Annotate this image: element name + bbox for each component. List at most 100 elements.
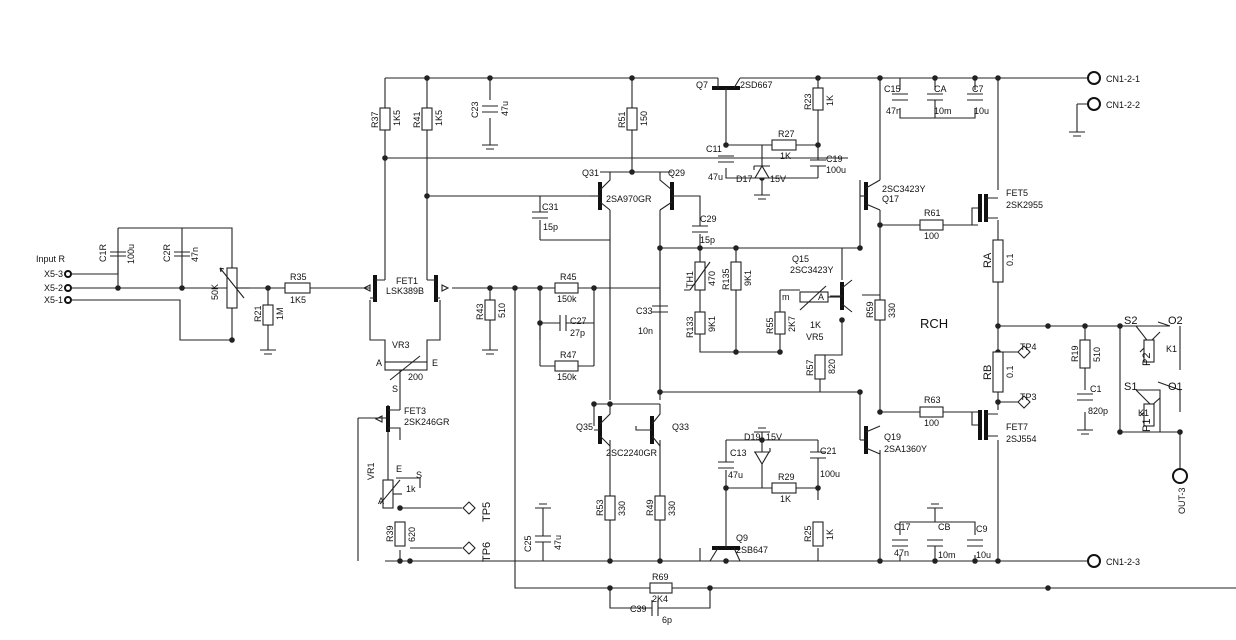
r47-name: R47 [560, 350, 577, 360]
c2r-name: C2R [162, 243, 172, 262]
capacitor-c1r-plates [110, 251, 126, 257]
vr3-pin-a: A [376, 358, 382, 368]
wires [72, 77, 1236, 609]
r59-name: R59 [865, 301, 875, 318]
r41-value: 1K5 [434, 110, 444, 126]
r61-value: 100 [924, 231, 939, 241]
switch-o1-label: O1 [1168, 381, 1183, 393]
r53-value: 330 [617, 501, 627, 516]
r133-value: 9K1 [707, 316, 717, 332]
resistor-r45-body [554, 282, 579, 294]
c13-name: C13 [730, 448, 747, 458]
testpoint-tp6-label: TP6 [481, 542, 493, 562]
q19-part: 2SA1360Y [884, 444, 927, 454]
zener-d17-symbol [754, 164, 770, 179]
capacitor-c29-plates [692, 225, 708, 233]
c21-name: C21 [820, 446, 837, 456]
capacitor-c7-plates [967, 93, 983, 101]
c1r-name: C1R [98, 243, 108, 262]
d19-value: 15V [766, 432, 782, 442]
r25-value: 1K [825, 529, 835, 540]
r41-name: R41 [412, 111, 422, 128]
fet7-part: 2SJ554 [1006, 434, 1037, 444]
q7-part: 2SD667 [740, 80, 773, 90]
ca-name: CA [934, 84, 947, 94]
c1r-value: 100u [126, 244, 136, 264]
c13-value: 47u [728, 470, 743, 480]
fet7-name: FET7 [1006, 422, 1028, 432]
pot-vr3-value: 200 [408, 372, 423, 382]
r37-name: R37 [370, 111, 380, 128]
switch-s1-label: S1 [1124, 381, 1137, 393]
terminal-input-x5-1 [64, 296, 72, 304]
fet5-name: FET5 [1006, 188, 1028, 198]
r43-value: 510 [497, 303, 507, 318]
q7-name: Q7 [696, 80, 708, 90]
r61-name: R61 [924, 208, 941, 218]
c15-value: 47n [886, 106, 901, 116]
pot-vr1-name: VR1 [366, 462, 376, 480]
c31-name: C31 [542, 202, 559, 212]
r21-name: R21 [253, 305, 263, 322]
input-pin-2: X5-2 [44, 283, 63, 293]
relay-and-terminals [64, 71, 1188, 568]
c1-value: 820p [1088, 406, 1108, 416]
input-pin-3: X5-1 [44, 295, 63, 305]
resistor-rb-body [992, 351, 1004, 393]
q35-name: Q35 [576, 422, 593, 432]
connector-cn3-label: CN1-2-3 [1106, 557, 1140, 567]
vr3-pin-e: E [432, 358, 438, 368]
r135-name: R135 [721, 268, 731, 290]
ra-name: RA [982, 252, 994, 268]
cb-name: CB [938, 522, 951, 532]
terminal-cn1-2-1 [1087, 71, 1101, 85]
resistor-ra-body [992, 239, 1004, 283]
resistor-r35-body [284, 282, 311, 294]
r59-value: 330 [887, 303, 897, 318]
resistor-r53-body [604, 495, 616, 521]
capacitor-c2r-plates [174, 251, 190, 257]
r39-name: R39 [385, 525, 395, 542]
r45-name: R45 [560, 272, 577, 282]
c11-name: C11 [706, 144, 722, 154]
testpoint-tp4-label: TP4 [1020, 342, 1037, 352]
capacitor-c25-plates [535, 535, 551, 543]
r19-name: R19 [1070, 345, 1080, 362]
switch-p2-label: P2 [1141, 353, 1153, 366]
r57-name: R57 [805, 359, 815, 376]
r37-value: 1K5 [392, 110, 402, 126]
d19-name: D19 [744, 432, 761, 442]
zener-d19-symbol [754, 451, 770, 466]
c33-name: C33 [636, 306, 653, 316]
c23-value: 47u [500, 101, 510, 116]
r29-name: R29 [778, 472, 795, 482]
resistor-r63-body [919, 406, 944, 418]
resistor-r135-body [730, 261, 742, 291]
testpoint-tp5-label: TP5 [481, 502, 493, 522]
th1-value: 470 [707, 271, 717, 286]
r25-name: R25 [803, 525, 813, 542]
c2r-value: 47n [190, 247, 200, 262]
pot-vr3-name: VR3 [392, 340, 410, 350]
resistor-r39-body [394, 521, 406, 547]
c31-value: 15p [543, 222, 558, 232]
switch-s2-label: S2 [1124, 315, 1137, 327]
r29-value: 1K [780, 494, 791, 504]
resistor-r23-body [812, 87, 824, 111]
vr1-pin-e: E [396, 464, 402, 474]
c7-name: C7 [972, 84, 984, 94]
r39-value: 620 [407, 527, 417, 542]
testpoint-tp3-label: TP3 [1020, 392, 1037, 402]
special-parts [219, 145, 842, 509]
capacitor-c11-plates [718, 155, 734, 163]
terminal-out-3 [1172, 468, 1188, 484]
r27-value: 1K [780, 151, 791, 161]
c25-value: 47u [553, 535, 563, 550]
resistor-r55-body [774, 311, 786, 335]
capacitor-c13-plates [718, 461, 734, 469]
resistor-r59-body [874, 299, 886, 321]
c9-name: C9 [976, 524, 988, 534]
c27-name: C27 [570, 316, 587, 326]
relay-k1-label-b: K1 [1138, 408, 1149, 418]
fet1-part: LSK389B [386, 286, 424, 296]
